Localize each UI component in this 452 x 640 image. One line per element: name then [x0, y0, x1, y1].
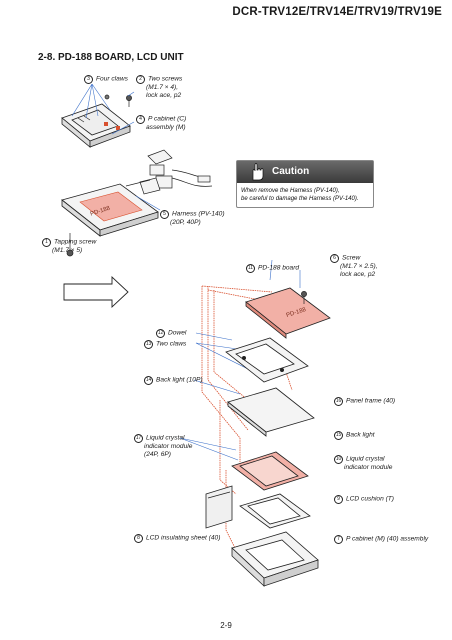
tapping-screw — [66, 233, 74, 257]
routing-lines — [201, 285, 293, 551]
p-cabinet-m-assembly-part — [231, 531, 319, 587]
lcd-module-part — [231, 451, 309, 491]
hand-pointing-icon — [252, 163, 264, 181]
caution-box: Caution When remove the Harness (PV-140)… — [236, 160, 374, 208]
caution-header-bar: Caution — [237, 161, 373, 183]
section-title: 2-8. PD-188 BOARD, LCD UNIT — [38, 52, 184, 63]
pd188-board-exploded: PD-188 — [245, 287, 331, 339]
screw-six — [301, 291, 307, 304]
lcd-cushion-part — [239, 493, 311, 529]
lcd-insulating-sheet-part — [205, 485, 233, 529]
caution-text: When remove the Harness (PV-140), be car… — [241, 188, 359, 202]
model-header: DCR-TRV12E/TRV14E/TRV19/TRV19E — [232, 6, 442, 18]
p-cabinet-c-assembly — [61, 103, 131, 148]
direction-arrow — [63, 275, 129, 309]
back-light-part — [227, 387, 315, 437]
harness-connector-cluster — [125, 149, 213, 195]
page-number: 2-9 — [220, 621, 232, 630]
caution-title: Caution — [272, 166, 310, 177]
panel-frame-part — [225, 337, 309, 383]
middle-frame-pd188: PD-188 — [61, 183, 159, 237]
two-screws-top — [104, 94, 132, 107]
